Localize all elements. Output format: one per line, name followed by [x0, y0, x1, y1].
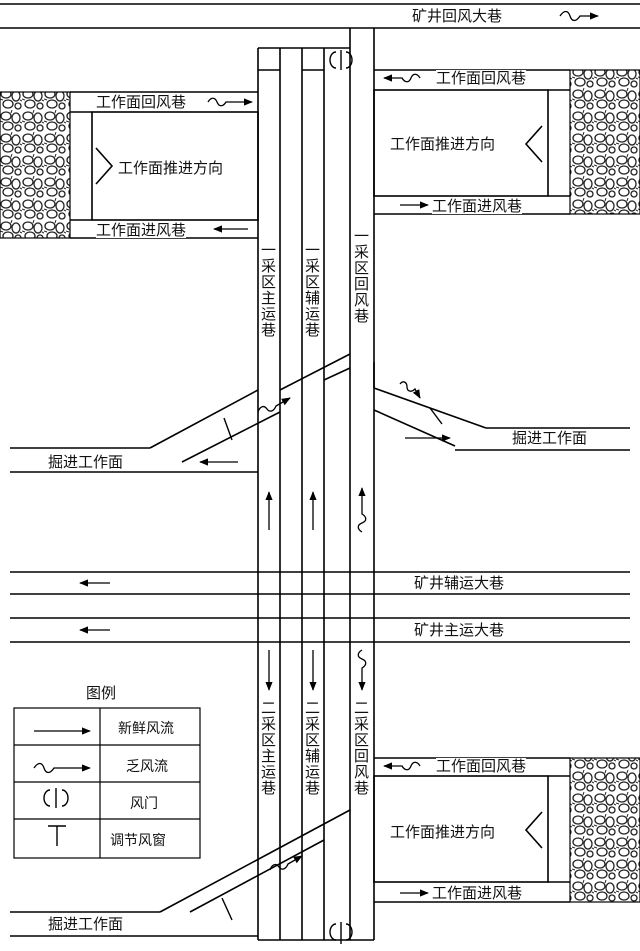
regulator-left	[223, 417, 233, 441]
stale-arrow-right-return	[383, 73, 421, 83]
stale-arrow-diag-right	[399, 381, 421, 399]
rock-right-top	[569, 69, 640, 215]
stale-arrow-diag-left	[257, 397, 291, 413]
advance-arrow-left	[95, 147, 114, 185]
advance-arrow-right-bottom	[524, 811, 543, 849]
label-return-right-bottom: 工作面回风巷	[436, 757, 527, 775]
label-intake-right-bottom: 工作面进风巷	[432, 884, 523, 902]
label-return-left: 工作面回风巷	[96, 93, 187, 111]
label-advance-right-bottom: 工作面推进方向	[390, 823, 496, 841]
regulator-legend	[48, 825, 66, 846]
bottom-heading-drift	[10, 911, 258, 937]
top-connector	[258, 47, 350, 71]
advance-arrow-right-top	[524, 125, 543, 163]
bottom-diagonal-drift	[159, 809, 351, 913]
legend-grid	[14, 708, 200, 858]
rock-left	[0, 91, 71, 239]
main-haul-roadway	[10, 617, 630, 643]
regulator-bottom	[221, 897, 233, 921]
label-zone1-main: 一采区主运巷	[259, 242, 277, 338]
right-heading-drift	[455, 427, 630, 451]
label-zone1-return: 一采区回风巷	[352, 228, 370, 324]
right-diagonal-drift	[373, 387, 487, 447]
stale-arrow-return-down	[357, 649, 367, 691]
legend-label-stale: 乏风流	[126, 759, 168, 775]
label-heading-left: 掘进工作面	[48, 453, 124, 471]
legend-label-regulator: 调节风窗	[110, 833, 166, 849]
return-roadway-lines	[349, 28, 375, 940]
stale-arrow-return-up	[357, 487, 367, 533]
aux-roadway-lines	[301, 48, 325, 940]
stale-arrow-main-return	[559, 10, 599, 22]
label-zone2-main: 二采区主运巷	[259, 700, 277, 796]
working-face-left	[91, 111, 259, 221]
legend-box	[13, 707, 201, 859]
air-door-bottom	[329, 922, 353, 944]
stale-arrow-left-return	[207, 97, 253, 107]
label-intake-left: 工作面进风巷	[96, 221, 187, 239]
working-face-right-bottom	[373, 775, 549, 883]
label-main-haul: 矿井主运大巷	[414, 621, 505, 639]
label-main-return: 矿井回风大巷	[412, 7, 503, 25]
legend-title: 图例	[86, 684, 117, 702]
left-heading-drift	[10, 447, 258, 473]
legend-label-door: 风门	[130, 796, 158, 812]
label-zone2-return: 二采区回风巷	[352, 700, 370, 796]
label-heading-right: 掘进工作面	[512, 429, 588, 447]
main-return-roadway	[0, 3, 640, 29]
label-heading-bottom-left: 掘进工作面	[48, 915, 124, 933]
label-zone2-aux: 二采区辅运巷	[303, 700, 321, 796]
label-intake-right-top: 工作面进风巷	[432, 197, 523, 215]
label-advance-left: 工作面推进方向	[118, 159, 224, 177]
junction-upper	[279, 353, 375, 391]
legend-label-fresh: 新鲜风流	[118, 721, 174, 737]
air-door-legend	[43, 788, 69, 808]
rock-right-bottom	[569, 757, 640, 903]
label-zone1-aux: 一采区辅运巷	[303, 242, 321, 338]
stale-arrow-right-return-bottom	[383, 761, 421, 771]
stale-arrow-diag-bottom	[269, 855, 303, 871]
left-diagonal-drift	[149, 389, 281, 463]
label-advance-right-top: 工作面推进方向	[390, 135, 496, 153]
label-return-right-top: 工作面回风巷	[436, 69, 527, 87]
main-aux-roadway	[10, 571, 630, 595]
label-main-aux: 矿井辅运大巷	[414, 574, 505, 592]
air-door-top	[329, 50, 353, 70]
regulator-right	[429, 407, 443, 425]
stale-arrow-legend	[33, 762, 91, 774]
working-face-right-top	[373, 89, 549, 197]
left-return-roadway	[70, 91, 258, 239]
